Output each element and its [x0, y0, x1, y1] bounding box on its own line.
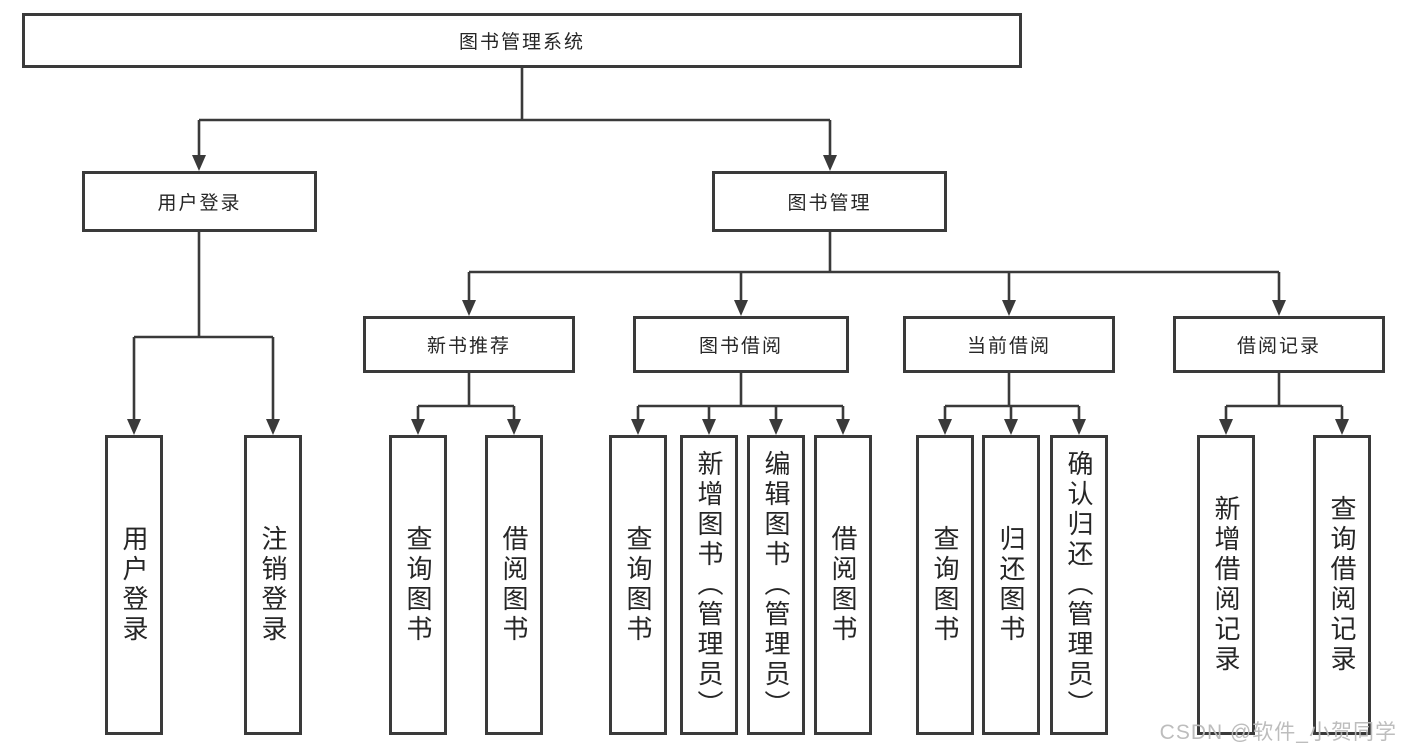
leaf-query-borrow-record: 查询借阅记录: [1313, 435, 1371, 735]
connector-current-borrow-to-leaves: [943, 373, 1081, 420]
connector-root-to-level2: [197, 68, 832, 156]
leaf-query-borrow-record-label: 查询借阅记录: [1327, 495, 1357, 675]
arrowhead-icon: [631, 419, 645, 435]
arrowhead-icon: [507, 419, 521, 435]
connector-book-management-to-level3: [467, 232, 1281, 301]
leaf-add-books-admin: 新增图书（管理员）: [680, 435, 738, 735]
arrowhead-icon: [1272, 300, 1286, 316]
leaf-borrow-books-recommend-label: 借阅图书: [499, 525, 529, 645]
leaf-query-books-recommend: 查询图书: [389, 435, 447, 735]
node-library-management-system: 图书管理系统: [22, 13, 1022, 68]
connector-new-book-recommend-to-leaves: [416, 373, 516, 420]
leaf-confirm-return-admin: 确认归还（管理员）: [1050, 435, 1108, 735]
arrowhead-icon: [938, 419, 952, 435]
leaf-confirm-return-admin-label: 确认归还（管理员）: [1064, 450, 1094, 720]
arrowhead-icon: [127, 419, 141, 435]
leaf-query-books-borrow-label: 查询图书: [623, 525, 653, 645]
leaf-user-login-label: 用户登录: [119, 525, 149, 645]
leaf-user-login: 用户登录: [105, 435, 163, 735]
arrowhead-icon: [266, 419, 280, 435]
arrowhead-icon: [702, 419, 716, 435]
connector-book-borrow-to-leaves: [636, 373, 845, 420]
arrowhead-icon: [411, 419, 425, 435]
leaf-add-borrow-record-label: 新增借阅记录: [1211, 495, 1241, 675]
node-borrow-record: 借阅记录: [1173, 316, 1385, 373]
leaf-query-books-current: 查询图书: [916, 435, 974, 735]
arrowhead-icon: [1002, 300, 1016, 316]
node-current-borrow-label: 当前借阅: [966, 336, 1051, 357]
leaf-query-books-current-label: 查询图书: [930, 525, 960, 645]
leaf-edit-books-admin-label: 编辑图书（管理员）: [761, 450, 791, 720]
arrowhead-icon: [734, 300, 748, 316]
leaf-return-books-label: 归还图书: [996, 525, 1026, 645]
leaf-add-books-admin-label: 新增图书（管理员）: [694, 450, 724, 720]
leaf-query-books-recommend-label: 查询图书: [403, 525, 433, 645]
leaf-borrow-books-label: 借阅图书: [828, 525, 858, 645]
leaf-query-books-borrow: 查询图书: [609, 435, 667, 735]
arrowhead-icon: [823, 155, 837, 171]
node-library-management-system-label: 图书管理系统: [458, 32, 585, 53]
arrowhead-icon: [836, 419, 850, 435]
leaf-logout-label: 注销登录: [258, 525, 288, 645]
node-book-borrow-label: 图书借阅: [698, 336, 783, 357]
node-borrow-record-label: 借阅记录: [1236, 336, 1321, 357]
node-book-management-label: 图书管理: [787, 193, 872, 214]
leaf-return-books: 归还图书: [982, 435, 1040, 735]
arrowhead-icon: [1004, 419, 1018, 435]
leaf-edit-books-admin: 编辑图书（管理员）: [747, 435, 805, 735]
arrowhead-icon: [192, 155, 206, 171]
arrowhead-icon: [769, 419, 783, 435]
connector-borrow-record-to-leaves: [1224, 373, 1344, 420]
arrowhead-icon: [462, 300, 476, 316]
node-user-login-label: 用户登录: [157, 193, 242, 214]
connector-user-login-to-leaves: [132, 232, 275, 420]
node-new-book-recommend-label: 新书推荐: [426, 336, 511, 357]
arrowhead-icon: [1072, 419, 1086, 435]
leaf-borrow-books: 借阅图书: [814, 435, 872, 735]
node-book-borrow: 图书借阅: [633, 316, 849, 373]
leaf-add-borrow-record: 新增借阅记录: [1197, 435, 1255, 735]
leaf-logout: 注销登录: [244, 435, 302, 735]
node-new-book-recommend: 新书推荐: [363, 316, 575, 373]
arrowhead-icon: [1219, 419, 1233, 435]
arrowhead-icon: [1335, 419, 1349, 435]
node-user-login: 用户登录: [82, 171, 317, 232]
watermark: CSDN @软件_小贺同学: [1159, 721, 1397, 744]
leaf-borrow-books-recommend: 借阅图书: [485, 435, 543, 735]
node-current-borrow: 当前借阅: [903, 316, 1115, 373]
node-book-management: 图书管理: [712, 171, 947, 232]
